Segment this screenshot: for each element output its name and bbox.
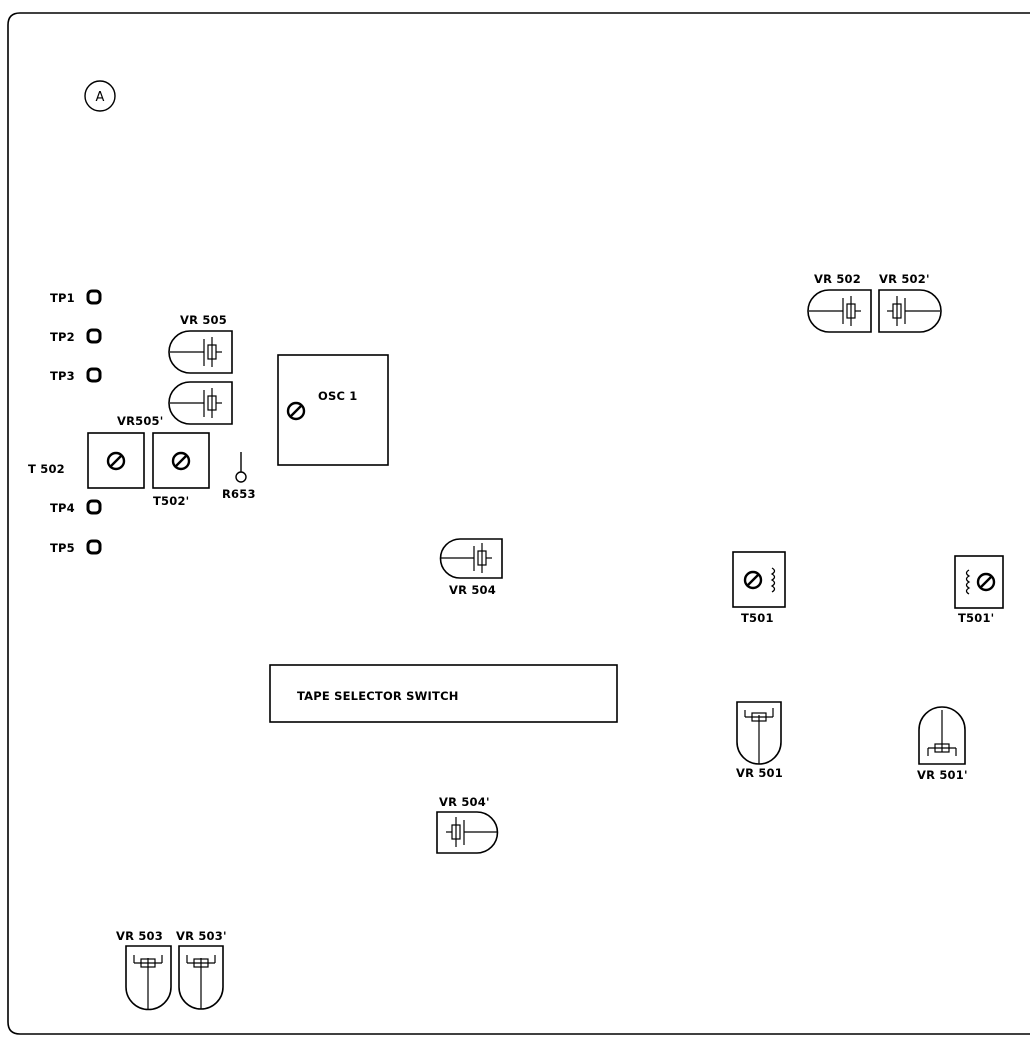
board-outline xyxy=(7,12,1030,1035)
vr502-prime-label: VR 502' xyxy=(879,272,930,286)
t501-prime-label: T501' xyxy=(958,611,994,625)
trimmer-vr501-prime: VR 501' xyxy=(917,706,968,782)
vr503-label: VR 503 xyxy=(116,929,163,943)
t501-label: T501 xyxy=(741,611,774,625)
test-point-tp1: TP1 xyxy=(50,289,102,305)
tp1-label: TP1 xyxy=(50,291,75,305)
coil-t502: T 502 xyxy=(28,432,145,489)
test-point-tp2: TP2 xyxy=(50,328,102,344)
tape-selector-switch: TAPE SELECTOR SWITCH xyxy=(269,664,618,723)
coil-t501-prime: T501' xyxy=(954,555,1004,625)
trimmer-vr503: VR 503 xyxy=(116,929,172,1011)
trimmer-vr503-prime: VR 503' xyxy=(176,929,227,1010)
oscillator-osc1: OSC 1 xyxy=(277,354,389,466)
test-point-tp4: TP4 xyxy=(50,499,102,515)
vr505-label: VR 505 xyxy=(180,313,227,327)
resistor-r653: R653 xyxy=(222,452,256,501)
vr501-label: VR 501 xyxy=(736,766,783,780)
tp5-label: TP5 xyxy=(50,541,75,555)
vr501-prime-label: VR 501' xyxy=(917,768,968,782)
vr504-label: VR 504 xyxy=(449,583,496,597)
vr504-prime-label: VR 504' xyxy=(439,795,490,809)
trimmer-vr504-prime: VR 504' xyxy=(436,795,499,854)
section-label: A xyxy=(96,90,105,105)
vr502-label: VR 502 xyxy=(814,272,861,286)
test-point-tp3: TP3 xyxy=(50,367,102,383)
tp2-label: TP2 xyxy=(50,330,75,344)
trimmer-vr504: VR 504 xyxy=(439,538,503,597)
tape-selector-label: TAPE SELECTOR SWITCH xyxy=(297,689,459,703)
t502-label: T 502 xyxy=(28,462,65,476)
trimmer-vr505: VR 505 xyxy=(168,313,233,374)
tp3-label: TP3 xyxy=(50,369,75,383)
t502-prime-label: T502' xyxy=(153,494,189,508)
r653-label: R653 xyxy=(222,487,256,501)
coil-t501: T501 xyxy=(732,551,786,625)
section-marker: A xyxy=(84,80,116,112)
osc1-label: OSC 1 xyxy=(318,389,358,403)
trimmer-vr501: VR 501 xyxy=(736,701,783,780)
coil-t502-prime: T502' xyxy=(152,432,210,508)
vr505-prime-label: VR505' xyxy=(117,414,163,428)
test-point-tp5: TP5 xyxy=(50,539,102,555)
tp4-label: TP4 xyxy=(50,501,75,515)
trimmer-vr502-prime: VR 502' xyxy=(878,272,942,333)
trimmer-vr502: VR 502 xyxy=(807,272,872,333)
vr503-prime-label: VR 503' xyxy=(176,929,227,943)
trimmer-vr505-prime: VR505' xyxy=(117,381,233,428)
